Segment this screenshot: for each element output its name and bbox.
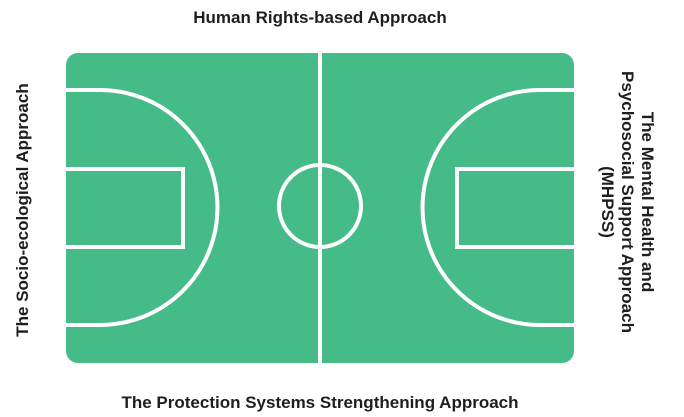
right-label-line-2: Psychosocial Support Approach	[618, 71, 637, 333]
basketball-court-diagram	[66, 53, 574, 363]
right-label-line-3: (MHPSS)	[598, 166, 617, 238]
left-key-box	[66, 167, 185, 249]
right-label-line-1: The Mental Health and	[638, 111, 657, 293]
right-three-point-arc	[420, 88, 574, 327]
bottom-approach-label: The Protection Systems Strengthening App…	[121, 393, 519, 412]
left-approach-label: The Socio-ecological Approach	[13, 83, 32, 337]
right-approach-label: The Mental Health and Psychosocial Suppo…	[597, 71, 657, 333]
top-approach-label: Human Rights-based Approach	[193, 8, 447, 27]
center-circle	[277, 163, 363, 249]
left-three-point-arc	[66, 88, 220, 327]
right-key-box	[455, 167, 574, 249]
